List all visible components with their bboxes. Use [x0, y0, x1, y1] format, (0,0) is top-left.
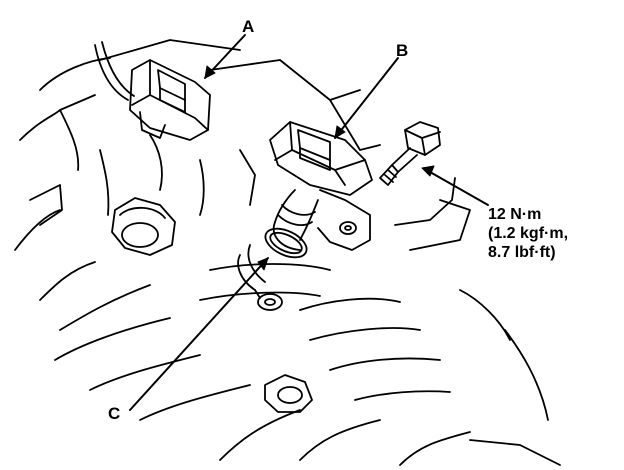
arrow-head-c [257, 257, 269, 271]
mounting-bolt [379, 121, 441, 186]
intake-bolt-head [111, 197, 176, 256]
leader-line-torque [429, 171, 489, 206]
torque-spec: 12 N·m (1.2 kgf·m, 8.7 lbf·ft) [488, 205, 568, 262]
arrow-head-torque [421, 165, 435, 177]
lower-bracket [237, 244, 283, 311]
arrow-heads [204, 65, 435, 271]
label-c: C [108, 404, 121, 423]
torque-spec-line1: 12 N·m [488, 206, 542, 223]
label-a: A [242, 17, 255, 36]
torque-spec-line2: (1.2 kgf·m, [488, 225, 569, 242]
torque-spec-line3: 8.7 lbf·ft) [488, 244, 556, 261]
leader-lines [129, 34, 489, 411]
leader-line-b [334, 57, 399, 139]
lower-bolt-head [264, 374, 313, 413]
label-b: B [396, 41, 409, 60]
arrow-head-b [334, 125, 346, 139]
sensor-b [269, 121, 373, 251]
o-ring-c [264, 227, 308, 259]
engine-block-outline [14, 39, 561, 466]
connector-a [129, 59, 211, 141]
wire-harness [94, 41, 135, 101]
arrow-head-a [204, 65, 216, 79]
leader-line-c [129, 257, 269, 411]
